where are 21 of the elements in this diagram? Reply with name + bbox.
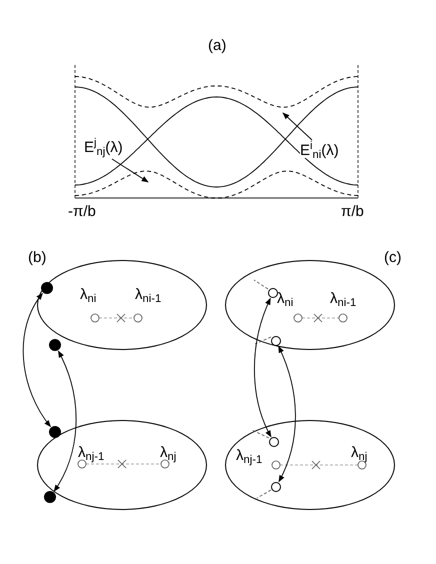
lambda-label: λ$_{nj-1}$ <box>236 448 262 463</box>
leader-arrow <box>282 112 312 140</box>
energy-label: E$^{j}$$_{nj}$(λ) <box>84 140 123 155</box>
panel-label: (c) <box>384 250 402 265</box>
lambda-label: λ$_{nj}$ <box>160 445 176 460</box>
lambda-label: λ$_{ni-1}$ <box>135 287 162 302</box>
lambda-label: λ$_{nj-1}$ <box>78 445 104 460</box>
panel-label: (b) <box>28 250 46 265</box>
double-arrow <box>54 350 76 492</box>
double-arrow <box>278 346 296 482</box>
lambda-label: λ$_{ni}$ <box>80 287 96 302</box>
lambda-label: λ$_{nj}$ <box>351 445 368 460</box>
panel-label: -π/b <box>68 204 96 219</box>
panel-label: (a) <box>208 38 226 53</box>
lambda-label: λ$_{ni-1}$ <box>330 291 356 306</box>
panel-label: π/b <box>341 204 364 219</box>
lambda-label: λ$_{ni}$ <box>277 291 294 306</box>
leader-arrow <box>112 158 149 182</box>
energy-label: E$^{i}$$_{ni}$(λ) <box>300 143 339 158</box>
double-arrow <box>22 292 51 428</box>
double-arrow <box>254 298 272 438</box>
